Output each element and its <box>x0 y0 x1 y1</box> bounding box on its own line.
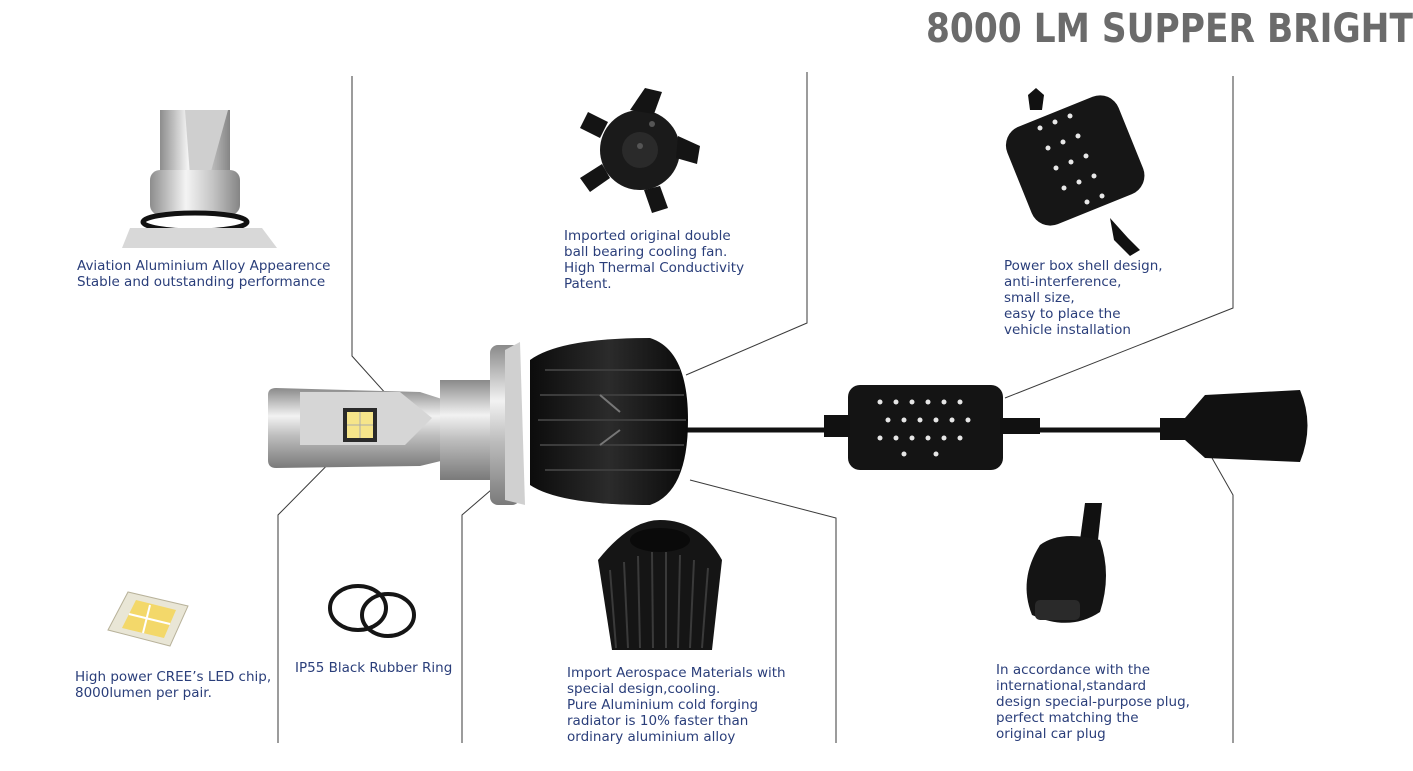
fan-caption-line: Patent. <box>564 276 612 292</box>
aluminium-caption-line: Aviation Aluminium Alloy Appearence <box>77 258 331 274</box>
power-box-caption-line: vehicle installation <box>1004 322 1131 338</box>
led-chip-caption: High power CREE’s LED chip, 8000lumen pe… <box>75 669 271 701</box>
radiator-caption-line: special design,cooling. <box>567 681 721 697</box>
power-box-caption-line: small size, <box>1004 290 1075 306</box>
aluminium-caption-line: Stable and outstanding performance <box>77 274 326 290</box>
fan-caption-line: High Thermal Conductivity <box>564 260 745 276</box>
power-box-caption-line: Power box shell design, <box>1004 258 1163 274</box>
plug-caption-line: In accordance with the <box>996 662 1151 678</box>
led-chip-caption-line: 8000lumen per pair. <box>75 685 212 701</box>
led-chip-caption-line: High power CREE’s LED chip, <box>75 669 272 685</box>
rubber-ring-caption: IP55 Black Rubber Ring <box>295 660 452 676</box>
plug-caption: In accordance with the international,sta… <box>996 662 1190 742</box>
aluminium-shell-image <box>122 110 277 248</box>
radiator-caption-line: Import Aerospace Materials with <box>567 665 786 681</box>
rubber-ring-image <box>328 584 416 638</box>
callout-lines <box>277 72 1234 743</box>
led-bulb-assembly <box>268 338 1308 505</box>
radiator-image <box>598 520 722 650</box>
power-box-caption: Power box shell design, anti-interferenc… <box>1004 258 1163 338</box>
aluminium-caption: Aviation Aluminium Alloy Appearence Stab… <box>77 258 330 290</box>
fan-caption-line: ball bearing cooling fan. <box>564 244 728 260</box>
plug-caption-line: perfect matching the <box>996 710 1139 726</box>
plug-caption-line: design special-purpose plug, <box>996 694 1190 710</box>
power-box-caption-line: easy to place the <box>1004 306 1121 322</box>
cooling-fan-image <box>580 88 700 213</box>
plug-caption-line: international,standard <box>996 678 1147 694</box>
fan-caption: Imported original double ball bearing co… <box>564 228 744 292</box>
power-box-caption-line: anti-interference, <box>1004 274 1122 290</box>
radiator-caption-line: Pure Aluminium cold forging <box>567 697 759 713</box>
radiator-caption-line: radiator is 10% faster than <box>567 713 749 729</box>
plug-caption-line: original car plug <box>996 726 1106 742</box>
radiator-caption: Import Aerospace Materials with special … <box>567 665 786 745</box>
car-plug-image <box>1026 503 1106 623</box>
radiator-caption-line: ordinary aluminium alloy <box>567 729 736 745</box>
led-chip-image <box>107 591 189 647</box>
fan-caption-line: Imported original double <box>564 228 731 244</box>
rubber-ring-caption-line: IP55 Black Rubber Ring <box>295 660 453 676</box>
power-box-image <box>1005 88 1145 256</box>
